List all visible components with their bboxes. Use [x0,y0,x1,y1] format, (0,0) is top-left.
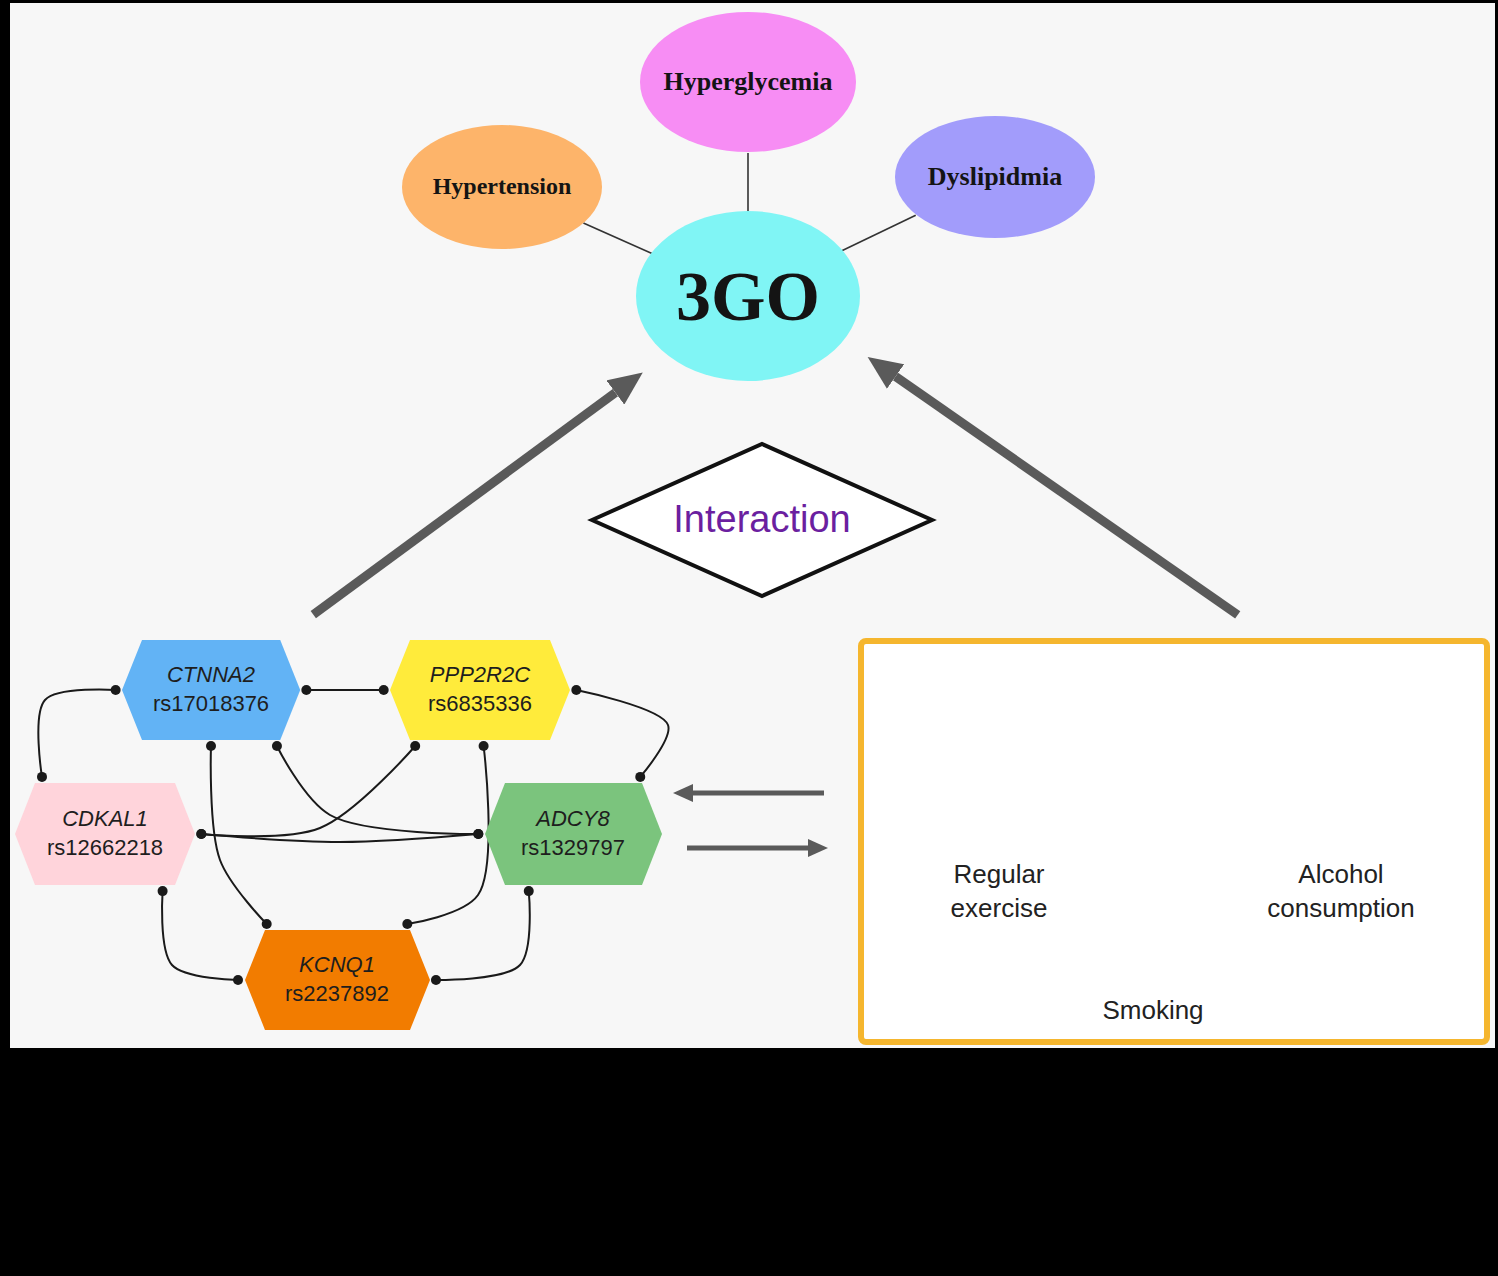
outcome-ellipse: Dyslipidmia [895,116,1095,238]
snp-id: rs1329797 [521,834,625,863]
interaction-link [277,746,478,834]
interaction-link [306,689,383,691]
gene-hexagon: CDKAL1rs12662218 [15,783,195,885]
hexagon-shape [15,783,195,885]
gene-hexagon: CTNNA2rs17018376 [122,640,300,740]
gene-name: ADCY8 [521,805,625,834]
link-end-dot [37,772,47,782]
diamond-shape [592,444,932,596]
text-group: Dyslipidmia [928,160,1062,194]
gene-hexagon: PPP2R2Crs6835336 [390,640,570,740]
link-line [842,215,916,251]
text-group: ADCY8rs1329797 [521,805,625,862]
link-end-dot [571,685,581,695]
link-end-dot [379,685,389,695]
link-line [747,153,749,211]
link-end-dot [473,829,483,839]
outcome-ellipse: Hyperglycemia [640,12,856,152]
link-end-dot [301,685,311,695]
hexagon-shape [122,640,300,740]
snp-id: rs17018376 [153,690,269,719]
node-outline [485,783,662,885]
ellipse-shape [640,12,856,152]
ellipse-shape [402,125,602,249]
link-end-dot [196,829,206,839]
gene-name: PPP2R2C [428,661,532,690]
link-end-dot [635,772,645,782]
link-line [583,223,652,253]
hexagon-shape [485,783,662,885]
flow-arrow [687,846,808,851]
ellipse-shape [636,211,860,381]
text-group: Hypertension [433,171,572,202]
link-end-dot [272,741,282,751]
text-group: Hyperglycemia [664,65,833,99]
node-label: Hypertension [433,171,572,202]
hexagon-shape [390,640,570,740]
snp-id: rs6835336 [428,690,532,719]
text-group: Interaction [673,495,850,544]
link-end-dot [158,886,168,896]
interaction-link [436,891,530,980]
link-end-dot [479,741,489,751]
interaction-diamond: Interaction [590,442,934,598]
text-group: KCNQ1rs2237892 [285,951,389,1008]
central-ellipse: 3GO [636,211,860,381]
link-end-dot [233,975,243,985]
node-label: Hyperglycemia [664,65,833,99]
interaction-link [576,690,668,777]
factor-label: Alcohol consumption [1236,858,1446,926]
link-end-dot [473,829,483,839]
link-end-dot [206,741,216,751]
node-label: 3GO [676,251,820,342]
text-group: CDKAL1rs12662218 [47,805,163,862]
interaction-link [407,746,488,924]
node-outline [245,930,430,1030]
diamond-label: Interaction [673,495,850,544]
text-group: CTNNA2rs17018376 [153,661,269,718]
flow-arrow [313,393,615,615]
snp-id: rs12662218 [47,834,163,863]
link-end-dot [402,919,412,929]
text-group: 3GO [676,251,820,342]
interaction-link [201,834,478,842]
snp-id: rs2237892 [285,980,389,1009]
node-outline [15,783,195,885]
node-outline [390,640,570,740]
interaction-link [38,690,115,777]
factor-label: Smoking [1078,994,1228,1028]
flow-arrow [896,377,1238,615]
flow-arrow [693,791,824,796]
lifestyle-box: Regular exercise Alcohol consumptionSmoki… [858,638,1490,1045]
gene-name: KCNQ1 [285,951,389,980]
gene-name: CDKAL1 [47,805,163,834]
node-label: Dyslipidmia [928,160,1062,194]
link-end-dot [524,886,534,896]
ellipse-shape [895,116,1095,238]
link-end-dot [262,919,272,929]
interaction-link [162,891,238,980]
background-panel [10,3,1495,1048]
gene-hexagon: KCNQ1rs2237892 [245,930,430,1030]
link-end-dot [410,741,420,751]
link-end-dot [111,685,121,695]
outcome-ellipse: Hypertension [402,125,602,249]
node-outline [122,640,300,740]
hexagon-shape [245,930,430,1030]
link-end-dot [431,975,441,985]
gene-name: CTNNA2 [153,661,269,690]
gene-hexagon: ADCY8rs1329797 [485,783,662,885]
link-end-dot [196,829,206,839]
text-group: PPP2R2Crs6835336 [428,661,532,718]
factor-label: Regular exercise [924,858,1074,926]
interaction-link [201,746,415,836]
